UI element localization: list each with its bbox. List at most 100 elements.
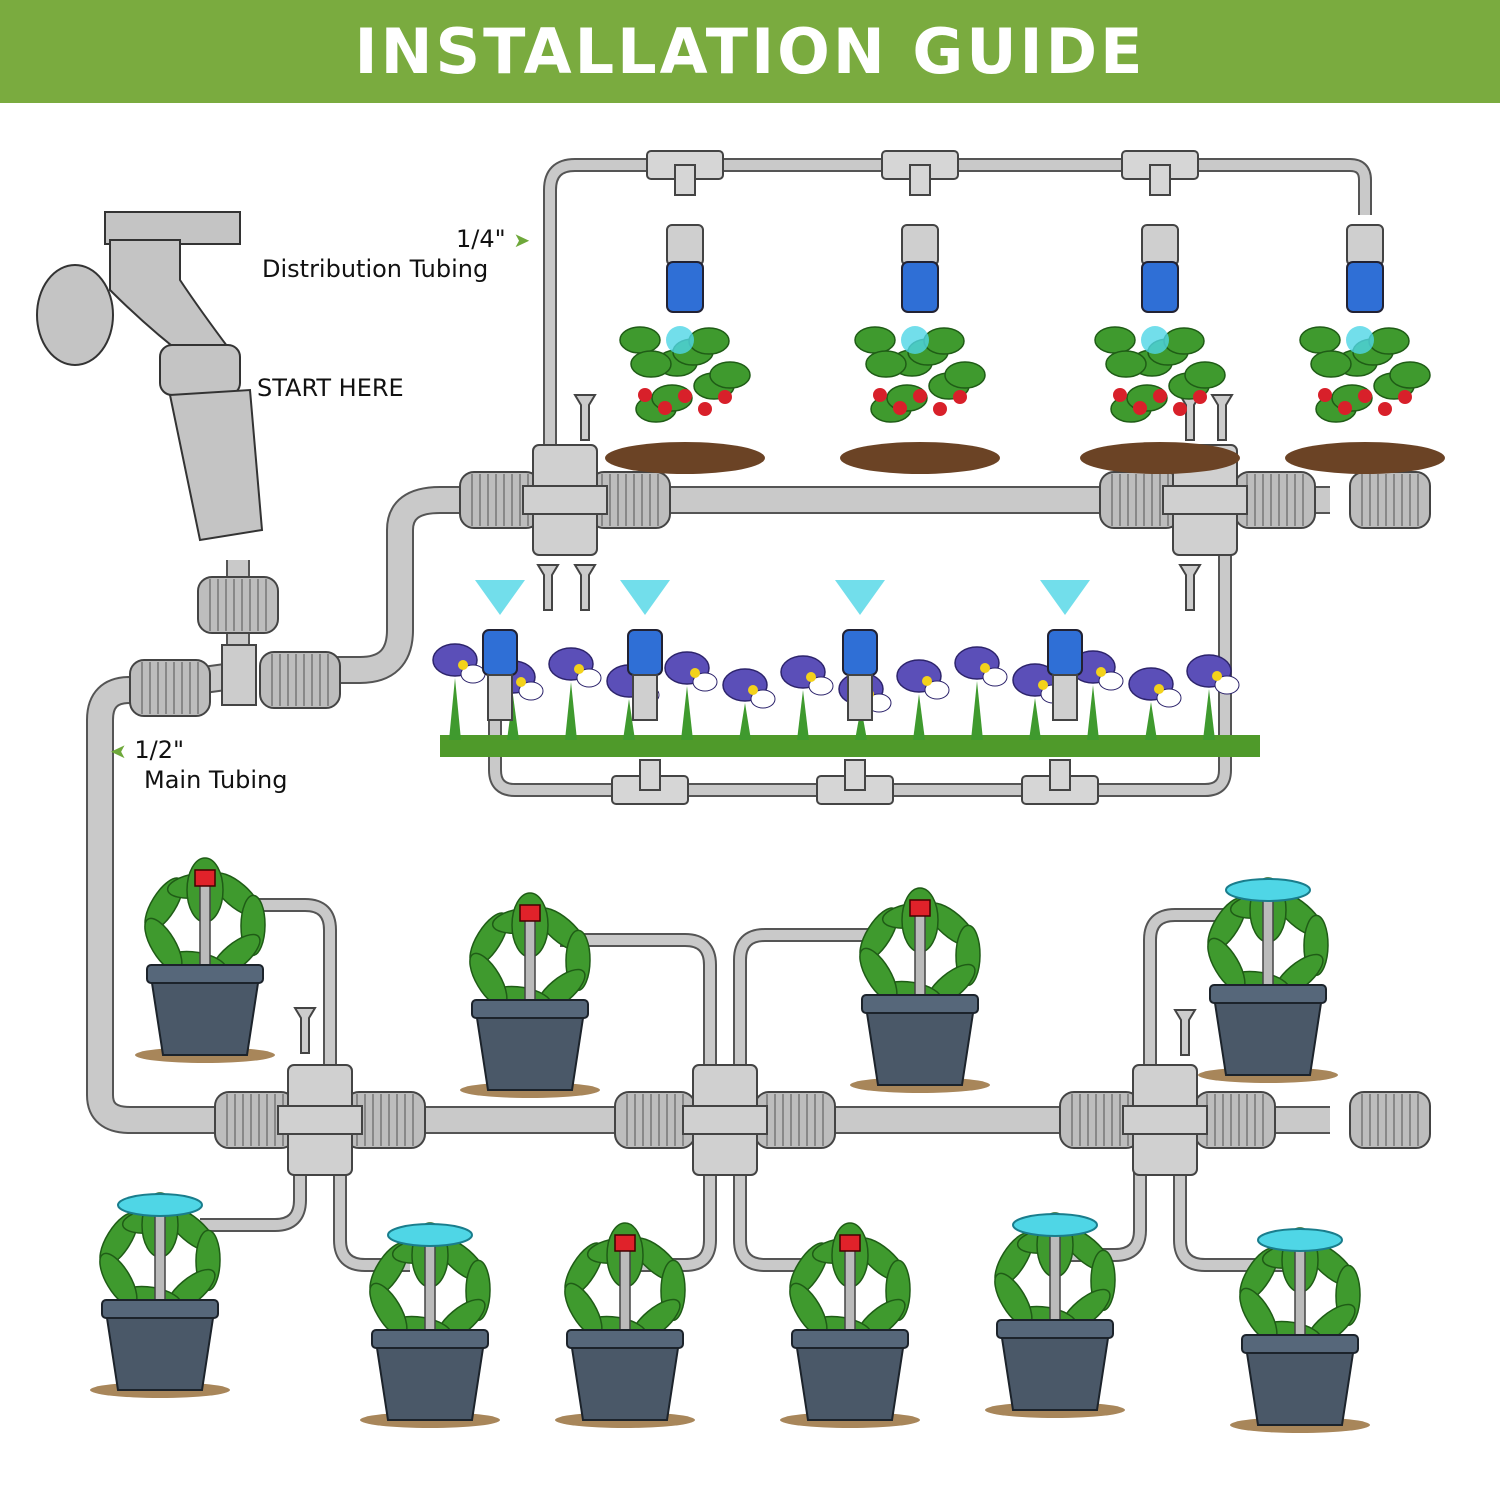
iris-leaf (1203, 689, 1215, 740)
rotary-sprinkler-head (387, 1223, 473, 1247)
iris-leaf (1029, 698, 1041, 740)
iris-leaf (855, 707, 867, 740)
strawberry-leaf (1105, 350, 1147, 378)
tee-stem (909, 164, 931, 196)
ground-stake (1210, 394, 1234, 441)
strawberry-leaf (923, 327, 965, 355)
branch-tubing (1070, 1160, 1145, 1260)
branch-tubing (335, 1160, 410, 1270)
dripper-stake (847, 674, 873, 721)
main-tubing (88, 663, 1330, 1132)
soil-mound (1285, 442, 1445, 474)
blue-dripper-emitter (482, 629, 518, 676)
arrow-right-icon: ➤ (513, 228, 531, 252)
dripper-fitting (1346, 224, 1384, 266)
sprinkler-stake (1049, 1229, 1061, 1326)
rotary-sprinkler-head (1257, 1228, 1343, 1252)
strawberry-leaf (944, 361, 986, 389)
strawberry (1113, 388, 1127, 402)
strawberry (1153, 389, 1167, 403)
connector-body (277, 1105, 363, 1135)
iris-petal-white (924, 680, 950, 700)
strawberry-leaf (688, 327, 730, 355)
tee-stem (639, 759, 661, 791)
ground-stake (293, 1007, 317, 1054)
iris-petal-white (518, 681, 544, 701)
iris-petal-white (808, 676, 834, 696)
strawberry (1318, 388, 1332, 402)
main-name-label: Main Tubing (144, 766, 288, 794)
sprinkler-stake (199, 874, 211, 971)
strawberry (698, 402, 712, 416)
iris-petal-white (1098, 671, 1124, 691)
pot-rim (1241, 1334, 1359, 1354)
sprinkler-stake (844, 1239, 856, 1336)
iris-center (1038, 680, 1048, 690)
dripper-stake (632, 674, 658, 721)
pot-rim (371, 1329, 489, 1349)
strawberry (1193, 390, 1207, 404)
strawberry (718, 390, 732, 404)
branch-tubing-outline (733, 928, 880, 1080)
iris-center (574, 664, 584, 674)
iris-petal-white (982, 667, 1008, 687)
sprinkler-stake (1262, 894, 1274, 991)
distribution-name-label: Distribution Tubing (262, 255, 489, 283)
strawberry (933, 402, 947, 416)
red-sprinkler-head (194, 869, 216, 887)
sprinkler-stake (424, 1239, 436, 1336)
iris-petal-white (1156, 688, 1182, 708)
faucet-handle (104, 211, 241, 245)
branch-tubing (1145, 910, 1230, 1080)
soil-mound (840, 442, 1000, 474)
rotary-sprinkler-head (1225, 878, 1311, 902)
pot-rim (471, 999, 589, 1019)
dripper-fitting (1141, 224, 1179, 266)
faucet-spout (109, 239, 232, 362)
tee-stem (674, 164, 696, 196)
ground-stake (1178, 564, 1202, 611)
red-sprinkler-head (839, 1234, 861, 1252)
tee-stem (844, 759, 866, 791)
rotary-sprinkler-head (1012, 1213, 1098, 1237)
iris-leaf (1145, 702, 1157, 740)
grass-strip (440, 735, 1260, 757)
strawberry (638, 388, 652, 402)
water-spray (666, 326, 694, 354)
hose-adapter (159, 344, 241, 396)
branch-tubing (735, 930, 880, 1080)
start-here-label: START HERE (257, 374, 404, 402)
strawberry-leaf (1163, 327, 1205, 355)
water-spray (1040, 580, 1090, 615)
strawberry-leaf (1310, 350, 1352, 378)
strawberry-leaf (1094, 326, 1136, 354)
pot-rim (146, 964, 264, 984)
blue-dripper-emitter (901, 261, 939, 313)
iris-center (748, 685, 758, 695)
tee-stem (1049, 759, 1071, 791)
iris-center (458, 660, 468, 670)
tee-stem (1149, 164, 1171, 196)
blue-dripper-emitter (1346, 261, 1384, 313)
branch-tubing (560, 935, 715, 1080)
ground-stake (536, 564, 560, 611)
iris-center (516, 677, 526, 687)
strawberry (1173, 402, 1187, 416)
iris-leaf (449, 678, 461, 740)
pot-rim (791, 1329, 909, 1349)
connector-body (682, 1105, 768, 1135)
water-spray (1346, 326, 1374, 354)
iris-leaf (681, 686, 693, 740)
connector-body (522, 485, 608, 515)
iris-center (806, 672, 816, 682)
iris-center (922, 676, 932, 686)
strawberry (893, 401, 907, 415)
ground-stake (1173, 1009, 1197, 1056)
iris-leaf (913, 694, 925, 740)
pot-rim (1209, 984, 1327, 1004)
sprinkler-stake (914, 904, 926, 1001)
iris-petal-white (750, 689, 776, 709)
water-spray (1141, 326, 1169, 354)
hose-connector (168, 388, 264, 542)
strawberry (658, 401, 672, 415)
